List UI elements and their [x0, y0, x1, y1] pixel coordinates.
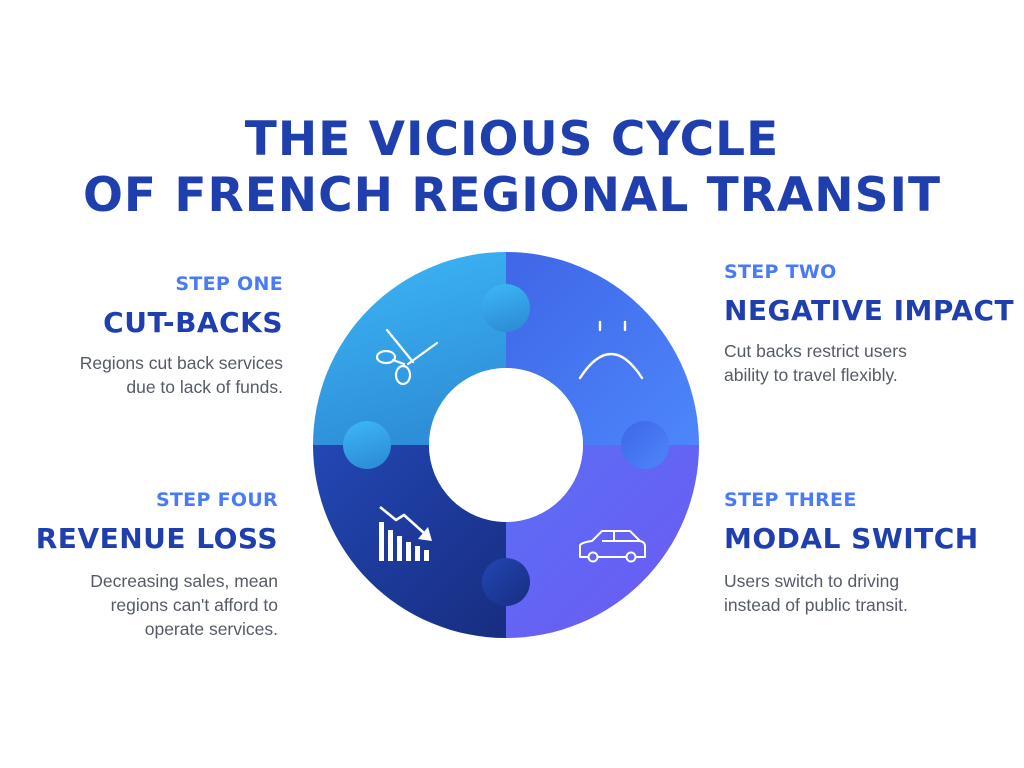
step-three-description: Users switch to driving instead of publi… — [724, 571, 908, 615]
title-line-2: OF FRENCH REGIONAL TRANSIT — [82, 168, 942, 223]
step-one-label: STEP ONE — [175, 273, 283, 295]
step-two-heading: NEGATIVE IMPACT — [724, 294, 1015, 327]
step-four-heading: REVENUE LOSS — [35, 522, 278, 555]
step-three-heading: MODAL SWITCH — [724, 522, 979, 555]
cycle-diagram — [313, 252, 699, 638]
puzzle-knob-right — [621, 421, 669, 469]
scissors-icon — [375, 328, 439, 386]
puzzle-knob-left — [343, 421, 391, 469]
cycle-segment-cut-backs — [313, 252, 506, 445]
car-icon — [579, 530, 646, 563]
cycle-segment-revenue-loss — [313, 445, 506, 638]
step-one-heading: CUT-BACKS — [103, 306, 283, 339]
cycle-segment-negative-impact — [506, 252, 699, 445]
step-four-label: STEP FOUR — [155, 489, 278, 511]
page-title: THE VICIOUS CYCLE OF FRENCH REGIONAL TRA… — [0, 112, 1024, 224]
step-three-label: STEP THREE — [724, 489, 857, 511]
step-two-description: Cut backs restrict users ability to trav… — [724, 341, 907, 385]
puzzle-knob-top — [482, 284, 530, 332]
step-one-description: Regions cut back services due to lack of… — [79, 353, 283, 397]
step-two-label: STEP TWO — [724, 261, 837, 283]
cycle-center — [429, 368, 583, 522]
sad-face-icon — [578, 320, 644, 380]
title-line-1: THE VICIOUS CYCLE — [244, 112, 780, 167]
step-four-description: Decreasing sales, mean regions can't aff… — [90, 571, 278, 639]
declining-chart-icon — [379, 505, 432, 561]
puzzle-knob-bottom — [482, 558, 530, 606]
